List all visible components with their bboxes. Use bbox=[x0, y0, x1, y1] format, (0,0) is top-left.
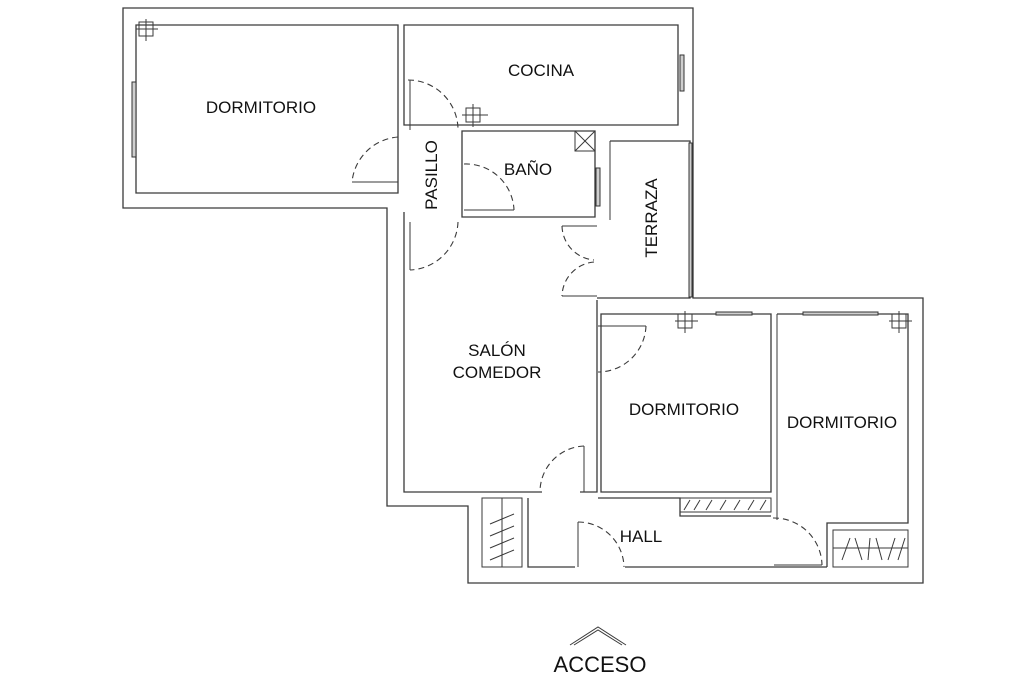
label-hall: HALL bbox=[620, 527, 663, 546]
label-terraza: TERRAZA bbox=[642, 178, 661, 258]
room-salon bbox=[403, 212, 542, 493]
label-salon-line1: SALÓN bbox=[468, 341, 526, 360]
label-dormitorio-2: DORMITORIO bbox=[629, 400, 739, 419]
label-acceso: ACCESO bbox=[554, 652, 647, 677]
doors bbox=[351, 79, 823, 568]
entrance-arrow-icon bbox=[569, 626, 627, 646]
label-pasillo: PASILLO bbox=[422, 140, 441, 210]
label-dormitorio-3: DORMITORIO bbox=[787, 413, 897, 432]
room-bano bbox=[461, 130, 596, 218]
room-dormitorio-3 bbox=[777, 313, 909, 567]
label-cocina: COCINA bbox=[508, 61, 575, 80]
label-salon-line2: COMEDOR bbox=[453, 363, 542, 382]
room-cocina bbox=[403, 24, 679, 126]
room-dormitorio-2 bbox=[600, 313, 772, 493]
room-hall bbox=[527, 497, 827, 568]
label-dormitorio-1: DORMITORIO bbox=[206, 98, 316, 117]
label-bano: BAÑO bbox=[504, 160, 552, 179]
outer-wall bbox=[122, 7, 924, 584]
vent-icon bbox=[136, 19, 912, 333]
